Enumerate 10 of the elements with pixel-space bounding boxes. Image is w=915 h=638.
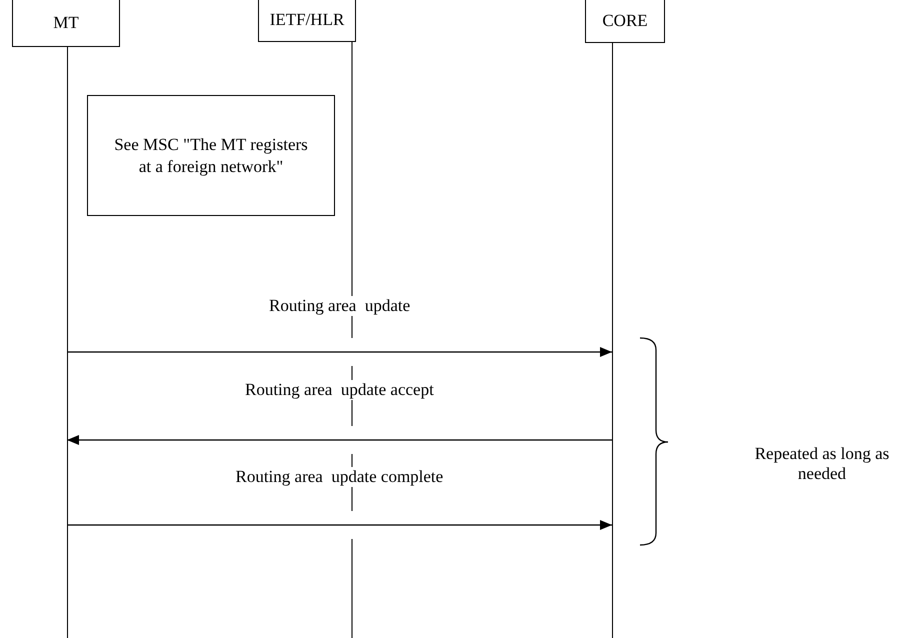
- arrow: [67, 435, 612, 445]
- participant-box: IETF/HLR: [258, 0, 356, 42]
- edge-label: Routing area update accept: [243, 380, 436, 400]
- edge-label: Routing area update: [267, 296, 412, 316]
- note-box: See MSC "The MT registers at a foreign network": [87, 95, 335, 216]
- arrow: [67, 347, 612, 357]
- participant-box: MT: [12, 0, 120, 47]
- arrow: [67, 520, 612, 530]
- edge-label: Routing area update complete: [234, 467, 446, 487]
- participant-box: CORE: [585, 0, 665, 43]
